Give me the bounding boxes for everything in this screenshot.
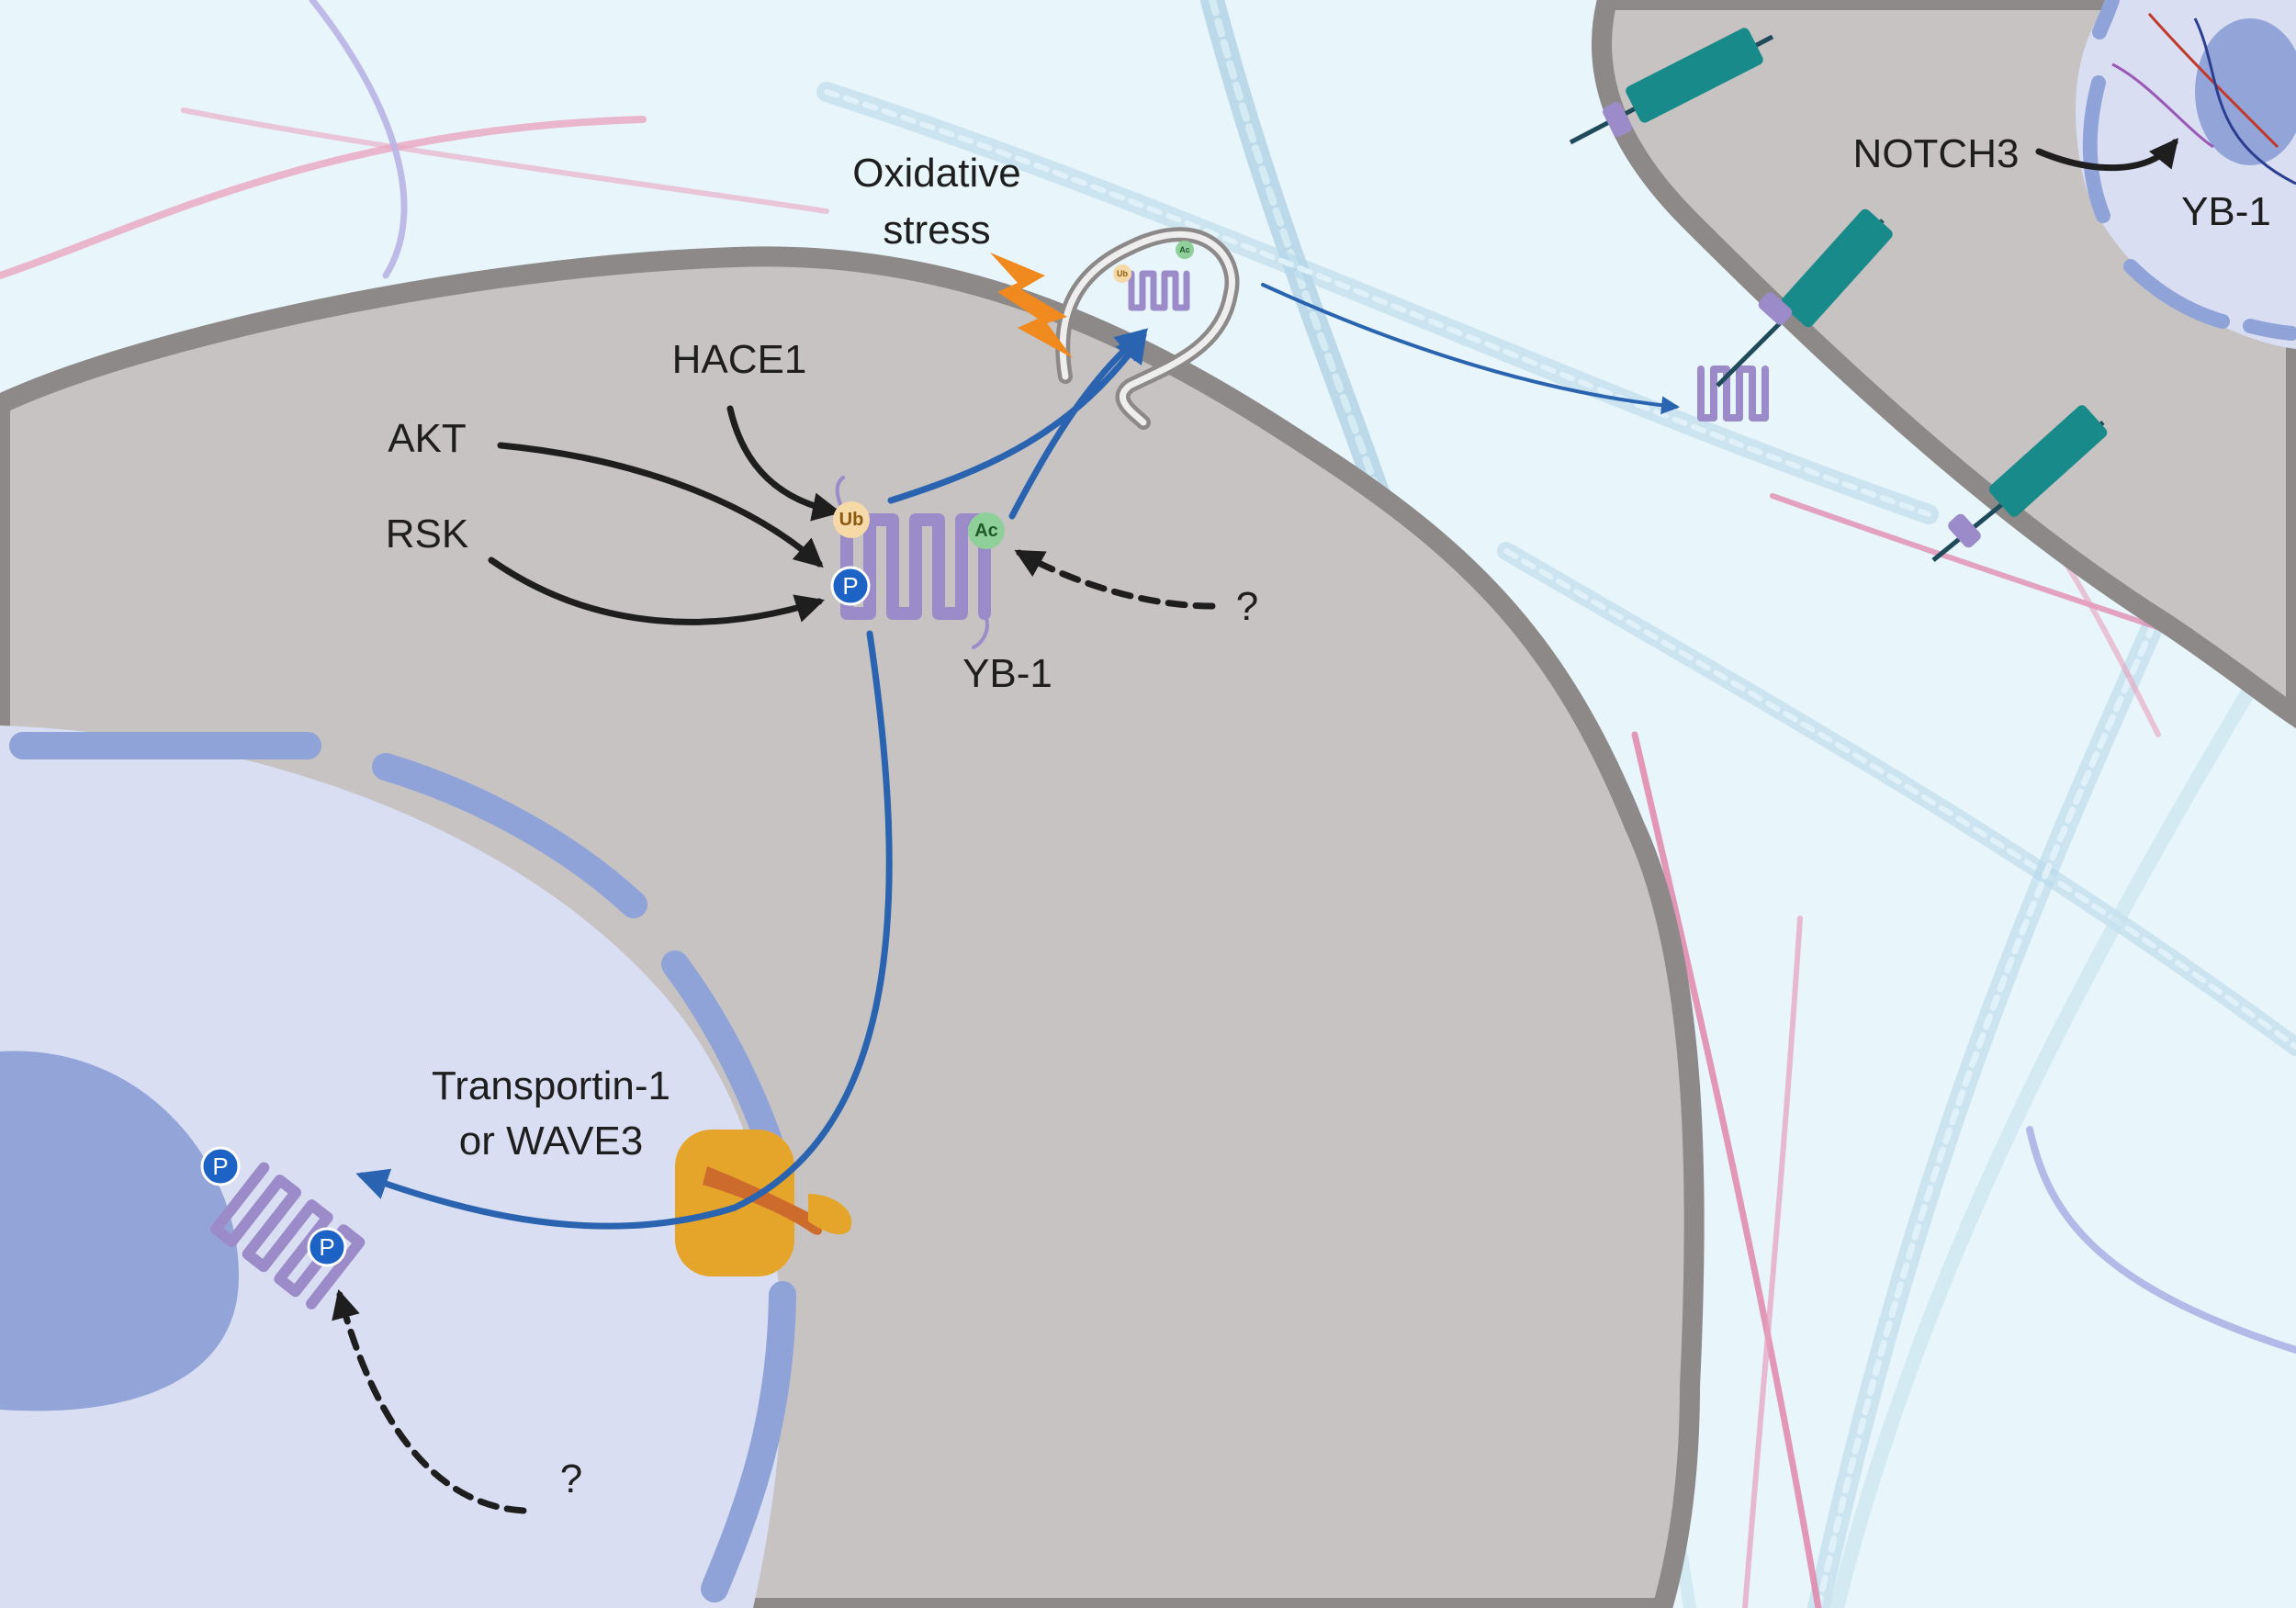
notch3-receptors — [1569, 28, 2108, 562]
arrow-akt-p — [497, 442, 824, 568]
arrow-to-vesicle-right — [1008, 328, 1149, 520]
notch3-receptor-3 — [1931, 405, 2108, 562]
badge-ub-vesicle-label: Ub — [1117, 269, 1128, 278]
label-question-acetylation: ? — [1236, 584, 1258, 629]
label-question-nuclear: ? — [560, 1456, 582, 1501]
yb1-protein-vesicle — [1128, 270, 1190, 311]
oxidative-stress-lightning-icon — [990, 253, 1073, 358]
label-transportin-1: Transportin-1 — [432, 1063, 670, 1108]
badge-ac-cytoplasm: Ac — [968, 512, 1005, 549]
label-oxidative: Oxidative — [852, 151, 1020, 196]
arrow-unknown-acetylation — [1014, 549, 1216, 610]
label-akt: AKT — [388, 416, 467, 461]
badge-p-cytoplasm: P — [830, 566, 871, 606]
badge-p-nucleus-2-label: P — [319, 1233, 334, 1261]
dna-strand-blue — [2193, 17, 2296, 186]
nuclear-pore-complex — [675, 1130, 852, 1276]
badge-ac-vesicle-label: Ac — [1179, 245, 1190, 254]
diagram-labels: Oxidative stress HACE1 AKT RSK YB-1 ? Tr… — [386, 131, 2271, 1501]
neighbor-nuclear-envelope — [2082, 0, 2296, 341]
arrow-nuclear-import — [355, 630, 893, 1230]
dna-strand-red — [2147, 13, 2279, 149]
arrow-to-vesicle-left — [887, 330, 1148, 504]
notch3-receptor-1 — [1569, 28, 1774, 145]
label-yb1-neighbor: YB-1 — [2181, 189, 2271, 234]
dna-strand-purple — [2111, 62, 2214, 149]
badge-ub-label: Ub — [839, 510, 864, 530]
arrow-rsk-p — [488, 557, 826, 625]
nucleolus — [0, 1051, 239, 1411]
neighbor-nucleolus — [2195, 18, 2296, 165]
badge-p-nucleus-1-label: P — [212, 1153, 228, 1180]
nucleoplasm — [0, 725, 782, 1608]
exosome-vesicle — [1055, 227, 1240, 430]
yb1-protein-secreted — [1697, 365, 1769, 422]
arrow-secretion — [1261, 283, 1680, 415]
badge-p-nucleus-2: P — [307, 1227, 347, 1267]
nucleus — [0, 725, 796, 1608]
badge-p-nucleus-1: P — [200, 1146, 241, 1186]
label-rsk: RSK — [386, 512, 468, 557]
label-or-wave3: or WAVE3 — [459, 1119, 644, 1164]
arrow-hace1-ub — [726, 405, 842, 522]
label-hace1: HACE1 — [672, 337, 807, 382]
notch3-receptor-2 — [1716, 208, 1893, 388]
pathway-arrows — [355, 283, 1680, 1230]
nuclear-envelope — [9, 732, 796, 1602]
badge-ac-vesicle: Ac — [1176, 241, 1194, 259]
arrow-unknown-nuclear-phosphorylation — [332, 1288, 527, 1514]
label-stress: stress — [883, 208, 990, 253]
badge-ac-label: Ac — [974, 521, 998, 541]
badge-p-label: P — [842, 572, 858, 600]
label-yb1-cytoplasm: YB-1 — [962, 651, 1052, 696]
badge-ub-cytoplasm: Ub — [833, 501, 870, 538]
label-notch3: NOTCH3 — [1853, 131, 2020, 176]
badge-ub-vesicle: Ub — [1113, 264, 1131, 283]
arrow-notch3 — [2035, 138, 2178, 172]
regulator-arrows — [332, 138, 2178, 1514]
